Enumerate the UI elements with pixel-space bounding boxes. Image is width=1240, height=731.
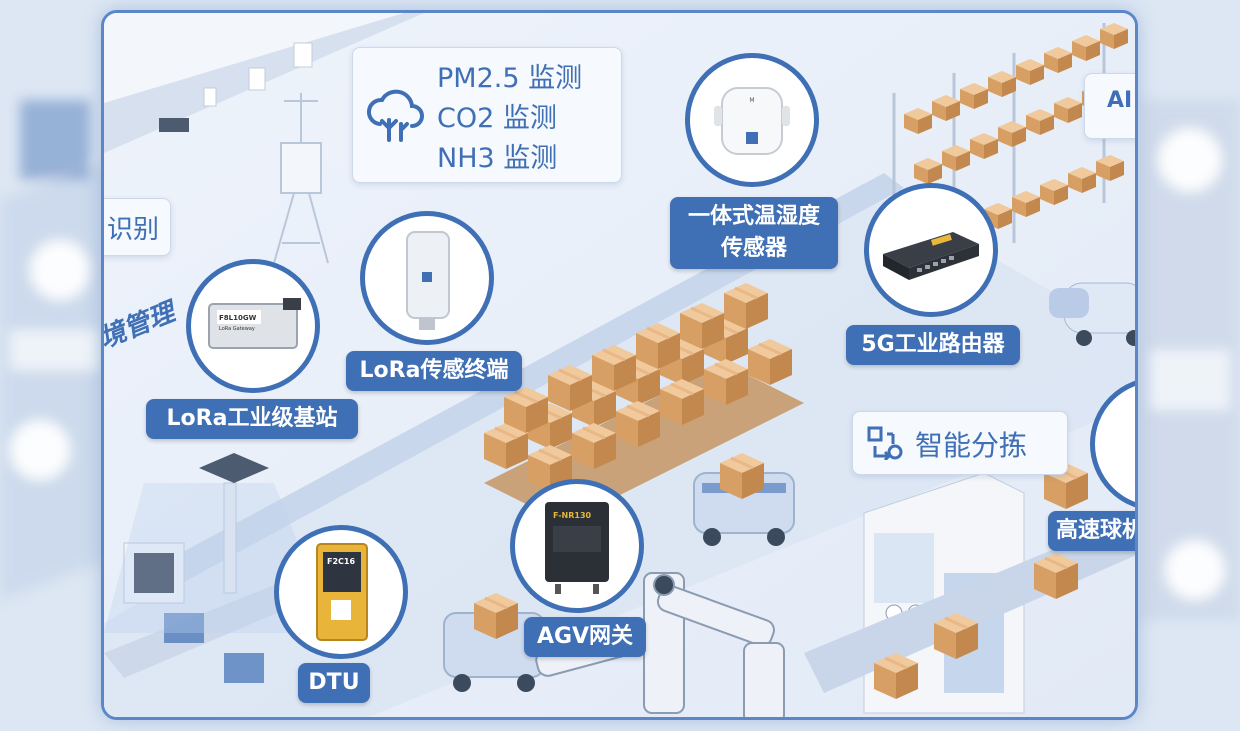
ai-label: AI — [1107, 88, 1133, 113]
temp-humidity-line2: 传感器 — [720, 236, 787, 261]
router-5g-label: 5G工业路由器 — [846, 325, 1020, 365]
scene-card: 境管理 识别 PM2.5 监测 CO2 监测 NH3 监测 智能分拣 AI M — [101, 10, 1138, 720]
lora-sensor-label: LoRa传感终端 — [346, 351, 522, 391]
base-sub-text: LoRa Gateway — [219, 326, 255, 332]
base-model-text: F8L10GW — [219, 314, 257, 322]
router-image — [883, 232, 979, 280]
smart-sort-panel: 智能分拣 — [852, 411, 1068, 475]
co2-label: CO2 监测 — [437, 103, 557, 134]
nh3-label: NH3 监测 — [437, 143, 558, 174]
pm25-label: PM2.5 监测 — [437, 63, 583, 94]
agv-gateway-image: F-NR130 — [545, 502, 609, 594]
temp-humidity-sensor-circle: M — [685, 53, 819, 187]
sorting-icon — [867, 426, 903, 460]
lora-base-circle: F8L10GW LoRa Gateway — [186, 259, 320, 393]
svg-text:M: M — [749, 97, 754, 104]
dtu-model-text: F2C16 — [327, 557, 355, 566]
router-5g-circle — [864, 183, 998, 317]
lora-sensor-circle — [360, 211, 494, 345]
smart-sort-label: 智能分拣 — [915, 429, 1028, 462]
dtu-circle: F2C16 — [274, 525, 408, 659]
ai-scan-panel: AI — [1084, 73, 1135, 139]
temp-humidity-label: 一体式温湿度 传感器 — [670, 197, 838, 269]
lora-base-label: LoRa工业级基站 — [146, 399, 358, 439]
cloud-icon — [367, 89, 424, 142]
gateway-model-text: F-NR130 — [553, 511, 592, 520]
temp-sensor-image: M — [714, 87, 790, 155]
dtu-image: F2C16 — [316, 543, 368, 641]
lora-base-image: F8L10GW LoRa Gateway — [208, 298, 301, 349]
high-speed-ball-label: 高速球机 — [1048, 511, 1135, 551]
agv-gateway-label: AGV网关 — [524, 617, 646, 657]
dtu-label: DTU — [298, 663, 370, 703]
lora-sensor-image — [406, 231, 450, 330]
recognize-panel: 识别 — [104, 198, 171, 256]
recognize-label: 识别 — [107, 215, 160, 245]
agv-gateway-circle: F-NR130 — [510, 479, 644, 613]
temp-humidity-line1: 一体式温湿度 — [687, 204, 820, 229]
env-monitor-panel: PM2.5 监测 CO2 监测 NH3 监测 — [352, 47, 622, 183]
